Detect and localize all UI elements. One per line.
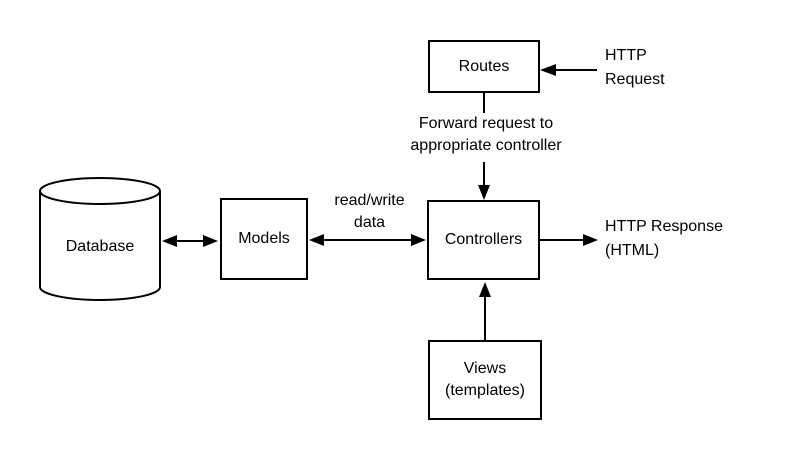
annotation-http-request: HTTP Request	[605, 47, 665, 88]
node-routes-label: Routes	[458, 57, 510, 75]
edge-views-to-controllers	[479, 282, 491, 340]
edge-http-request-to-routes	[540, 64, 597, 76]
database-cylinder-icon	[39, 177, 161, 301]
edge-database-models	[162, 235, 218, 247]
node-models: Models	[220, 198, 308, 280]
node-database-label: Database	[65, 238, 135, 255]
edge-routes-to-controllers	[478, 93, 490, 200]
annotation-http-response: HTTP Response (HTML)	[605, 218, 723, 259]
annotation-read-write-data: read/write data	[334, 192, 405, 231]
node-routes: Routes	[428, 40, 540, 93]
edge-controllers-to-response	[540, 234, 598, 246]
node-controllers-label: Controllers	[444, 231, 523, 248]
node-models-label: Models	[238, 230, 290, 247]
node-views-label: Views (templates)	[444, 360, 526, 399]
edge-models-controllers	[309, 234, 426, 246]
node-views: Views (templates)	[428, 340, 542, 420]
node-controllers: Controllers	[427, 200, 540, 280]
annotation-forward-request: Forward request to appropriate controlle…	[410, 115, 562, 154]
